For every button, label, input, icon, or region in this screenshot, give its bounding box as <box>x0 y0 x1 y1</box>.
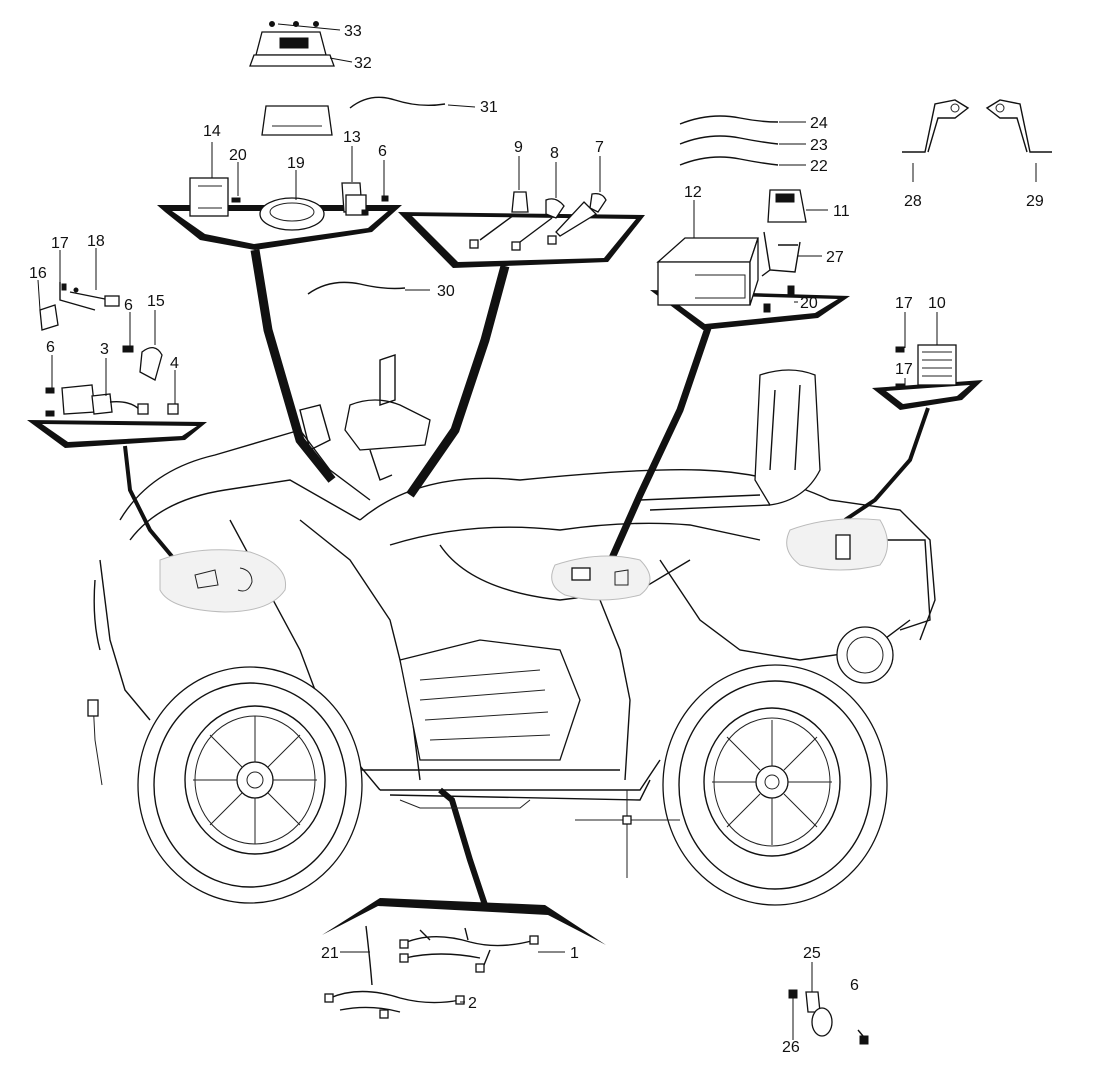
pointer-battery <box>608 326 712 560</box>
callout-27: 27 <box>826 249 844 266</box>
pointer-sensors <box>406 264 510 498</box>
instrument-cluster-part <box>259 105 333 231</box>
callout-12: 12 <box>684 184 702 201</box>
callout-25: 25 <box>803 945 821 962</box>
callout-29: 29 <box>1026 193 1044 210</box>
callout-6-module: 6 <box>46 339 55 356</box>
regulator-part <box>895 344 957 390</box>
callout-8: 8 <box>550 145 559 162</box>
callout-6-clamp: 6 <box>850 977 859 994</box>
callout-15: 15 <box>147 293 165 310</box>
callout-3: 3 <box>100 341 109 358</box>
callout-13: 13 <box>343 129 361 146</box>
sensors-part <box>469 191 607 251</box>
brackets-28-29 <box>902 99 1052 153</box>
callout-14: 14 <box>203 123 221 140</box>
pointer-harness <box>438 787 488 906</box>
callout-26: 26 <box>782 1039 800 1056</box>
callout-19: 19 <box>287 155 305 172</box>
harness-part <box>324 925 539 1019</box>
relay-part <box>341 182 389 216</box>
callout-17-left: 17 <box>51 235 69 252</box>
callout-32: 32 <box>354 55 372 72</box>
callout-17-reg-top: 17 <box>895 295 913 312</box>
callout-4: 4 <box>170 355 179 372</box>
front-wheel <box>137 666 363 904</box>
ecu-box-part <box>189 177 241 217</box>
bracket-27 <box>761 231 801 277</box>
callout-17-reg-bottom: 17 <box>895 361 913 378</box>
wire-30 <box>307 281 406 295</box>
clamp-25-part <box>788 989 869 1045</box>
callout-11: 11 <box>833 203 850 220</box>
pointer-left <box>123 445 177 562</box>
wires-22-24 <box>679 115 779 166</box>
callout-labels: 33 32 31 14 20 19 13 6 9 8 7 24 23 22 12… <box>29 23 1044 1056</box>
callout-23: 23 <box>810 137 828 154</box>
pointer-dash <box>250 249 336 483</box>
callout-2: 2 <box>468 995 477 1012</box>
leader-lines <box>37 23 1037 1040</box>
left-sensors-part <box>39 282 120 331</box>
callout-7: 7 <box>595 139 604 156</box>
callout-22: 22 <box>810 158 828 175</box>
callout-18: 18 <box>87 233 105 250</box>
callout-33: 33 <box>344 23 362 40</box>
callout-6-relay: 6 <box>378 143 387 160</box>
crosshair-marker <box>575 790 680 878</box>
rear-wheel <box>662 664 888 906</box>
pointer-regulator <box>843 407 930 522</box>
callout-21: 21 <box>321 945 339 962</box>
callout-6-left: 6 <box>124 297 133 314</box>
atv-vehicle <box>93 354 936 809</box>
callout-28: 28 <box>904 193 922 210</box>
callout-24: 24 <box>810 115 828 132</box>
callout-20-battery: 20 <box>800 295 818 312</box>
module-3-part <box>45 384 149 417</box>
sensor-15-part <box>122 345 163 381</box>
panel-harness <box>322 898 606 945</box>
callout-9: 9 <box>514 139 523 156</box>
starter-relay-part <box>767 189 807 223</box>
callout-1: 1 <box>570 945 579 962</box>
clip-4 <box>167 403 179 415</box>
display-cover-part <box>249 21 335 67</box>
battery-part <box>656 237 759 306</box>
highlight-seat <box>551 555 651 601</box>
callout-31: 31 <box>480 99 498 116</box>
callout-16: 16 <box>29 265 47 282</box>
highlight-front <box>159 549 287 613</box>
callout-30: 30 <box>437 283 455 300</box>
wire-31 <box>349 96 446 109</box>
callout-10: 10 <box>928 295 946 312</box>
callout-20-dash: 20 <box>229 147 247 164</box>
